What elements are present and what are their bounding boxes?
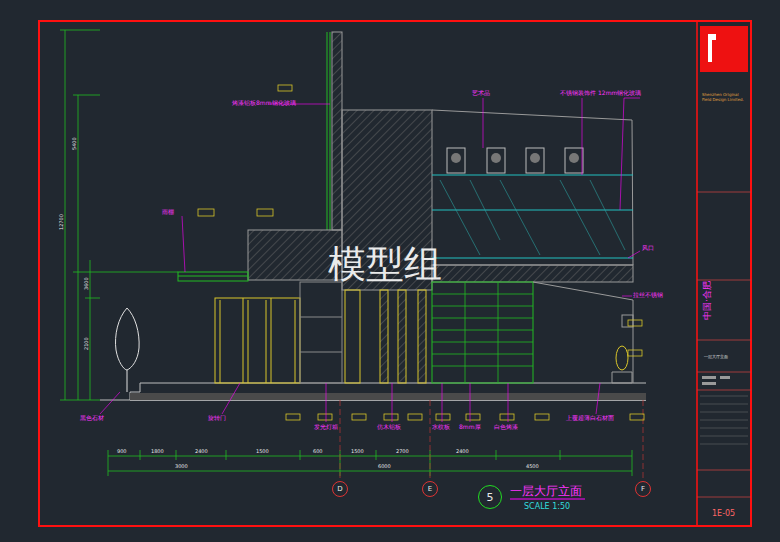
dimension: 900 bbox=[117, 449, 127, 454]
sheet-number: 1E-05 bbox=[712, 510, 735, 518]
callout-text: 发光灯箱 bbox=[314, 424, 338, 430]
project-location: 中国·合肥 bbox=[703, 281, 712, 320]
callout-text: 风口 bbox=[642, 245, 654, 251]
watermark: 模型组 bbox=[328, 245, 442, 283]
callout-text: 拉丝不锈钢 bbox=[633, 292, 663, 298]
callout-text: 旋转门 bbox=[208, 415, 226, 421]
dimension: 1800 bbox=[151, 449, 164, 454]
dimension: 2400 bbox=[456, 449, 469, 454]
callout-text: 仿木铝板 bbox=[377, 424, 401, 430]
dimension: 2100 bbox=[84, 337, 89, 350]
node-text: F bbox=[641, 485, 645, 493]
dimension: 1500 bbox=[256, 449, 269, 454]
callout-text: 烤漆铝板8mm钢化玻璃 bbox=[232, 100, 296, 106]
dimension: 2700 bbox=[396, 449, 409, 454]
axis-bubble: D bbox=[332, 481, 348, 497]
callout-text: 12mm钢化玻璃 bbox=[598, 90, 641, 96]
callout-text: 水纹板 bbox=[432, 424, 450, 430]
drawing-title: 一层大厅立面 bbox=[510, 485, 582, 497]
node-text: D bbox=[337, 485, 342, 493]
callout-text: 不锈钢装饰件 bbox=[560, 90, 596, 96]
node-text: 5 bbox=[487, 491, 494, 504]
callout-text: 8mm厚 bbox=[459, 424, 481, 430]
detail-number-circle: 5 bbox=[478, 485, 502, 509]
dimension: 6000 bbox=[378, 464, 391, 469]
callout-text: 白色烤漆 bbox=[494, 424, 518, 430]
dimension: 12700 bbox=[59, 214, 64, 230]
dimension: 1500 bbox=[351, 449, 364, 454]
axis-bubble: E bbox=[422, 481, 438, 497]
dimension: 5400 bbox=[72, 137, 77, 150]
dimension: 600 bbox=[313, 449, 323, 454]
dimension: 3600 bbox=[84, 277, 89, 290]
callout-text: 雨棚 bbox=[162, 209, 174, 215]
sheet-title: 一层大厅立面 bbox=[704, 355, 728, 359]
dimension: 2400 bbox=[195, 449, 208, 454]
node-text: E bbox=[428, 485, 432, 493]
callout-text: 黑色石材 bbox=[80, 415, 104, 421]
dimension: 3000 bbox=[175, 464, 188, 469]
callout-text: 艺术品 bbox=[472, 90, 490, 96]
dimension: 4500 bbox=[526, 464, 539, 469]
drawing-scale: SCALE 1:50 bbox=[524, 503, 570, 511]
callout-text: 上覆超薄白石材面 bbox=[566, 415, 614, 421]
company-name: Shenzhen Original Field Design Limited. bbox=[702, 92, 746, 102]
axis-bubble: F bbox=[635, 481, 651, 497]
